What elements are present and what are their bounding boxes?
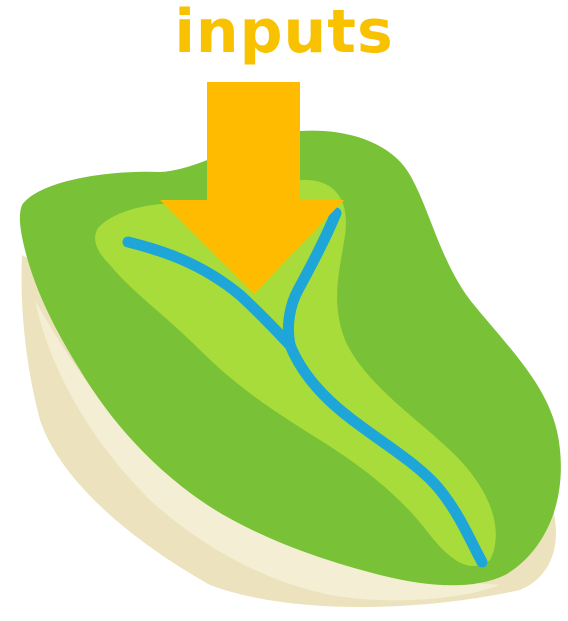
watershed-illustration [0, 0, 568, 621]
watershed-diagram: inputs [0, 0, 568, 621]
